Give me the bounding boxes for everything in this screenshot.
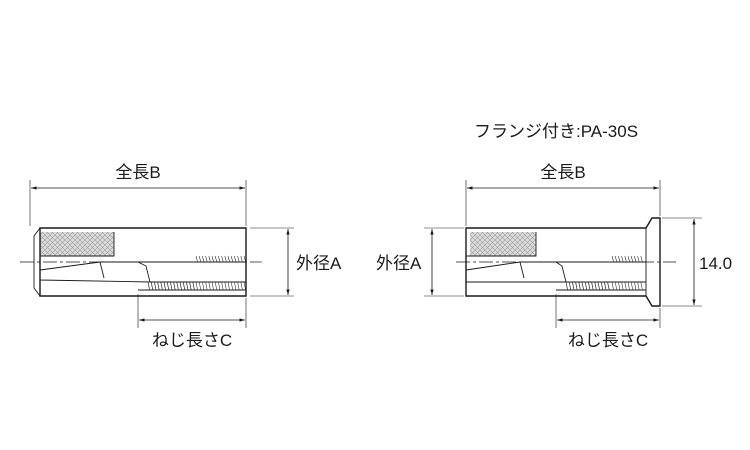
left-thread-label: ねじ長さC [152,331,232,350]
right-length-label: 全長B [540,163,585,182]
left-anchor-drawing: 全長B 外径A ねじ長さC [20,163,342,350]
right-inner-slot [465,232,567,283]
left-length-label: 全長B [115,163,160,182]
right-thread-label: ねじ長さC [568,331,648,350]
right-thread-marks [565,255,643,291]
left-diameter-label: 外径A [296,254,342,273]
right-thread-region [556,281,646,291]
left-knurl-area [40,232,114,256]
right-knurl-area [470,232,536,256]
left-inner-cone [99,261,246,279]
right-anchor-outline [465,217,661,307]
left-thread-region [138,281,246,291]
right-flange-height-label: 14.0 [699,254,732,273]
right-anchor-drawing: フランジ付き:PA-30S 全長B 外径A 14.0 [376,122,732,350]
left-thread-marks [147,255,246,291]
right-diameter-label: 外径A [376,254,422,273]
right-inner-cone [519,261,646,279]
right-title: フランジ付き:PA-30S [474,122,638,141]
